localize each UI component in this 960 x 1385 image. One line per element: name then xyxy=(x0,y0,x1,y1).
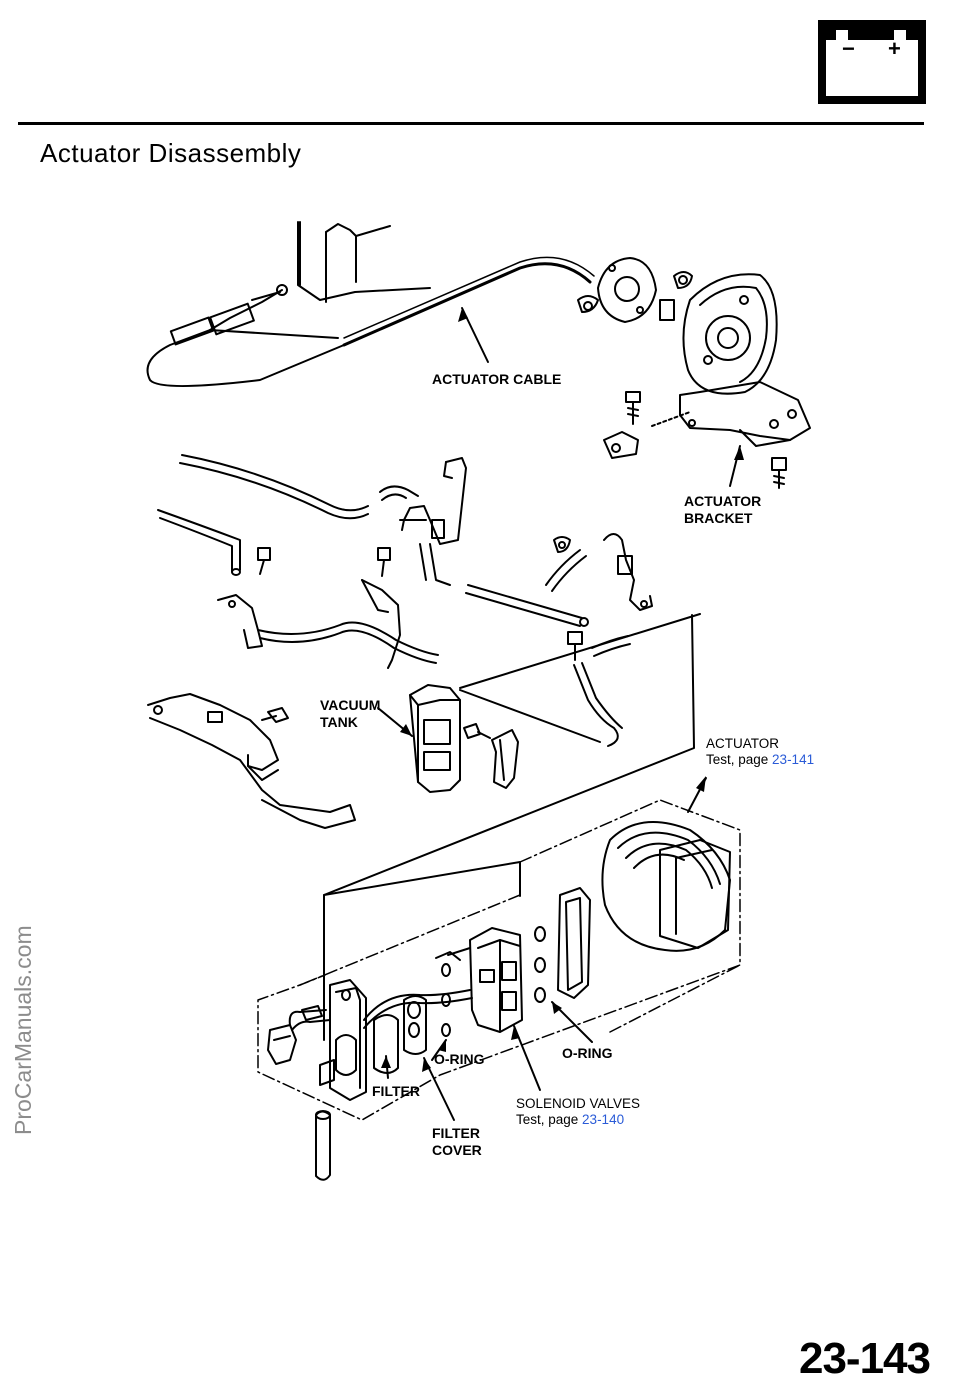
valve-base-housing xyxy=(319,979,473,1101)
label-actuator-bracket-line1: ACTUATOR xyxy=(684,493,761,509)
exploded-box xyxy=(257,799,741,1121)
page-number: 23-143 xyxy=(798,1334,931,1383)
label-actuator: ACTUATOR xyxy=(706,736,779,751)
mid-fasteners xyxy=(257,536,583,661)
o-rings-right xyxy=(534,926,546,1003)
label-vacuum-tank-line1: VACUUM xyxy=(320,697,380,713)
assembly-boundary xyxy=(323,614,695,1041)
label-o-ring-right: O-RING xyxy=(562,1045,613,1061)
tank-clamp xyxy=(463,723,519,789)
label-solenoid-valves: SOLENOID VALVES xyxy=(516,1096,640,1111)
actuator-test-page-link[interactable]: 23-141 xyxy=(772,752,814,767)
page-title: Actuator Disassembly xyxy=(40,138,302,168)
battery-plus-glyph: + xyxy=(888,36,901,61)
actuator-cable xyxy=(146,256,595,387)
gasket xyxy=(557,887,591,999)
bracket-fasteners xyxy=(603,391,787,489)
vacuum-hoses xyxy=(157,454,631,747)
label-filter: FILTER xyxy=(372,1083,420,1099)
leader-lines xyxy=(377,307,741,1121)
label-actuator-test: Test, page 23-141 xyxy=(706,752,814,767)
vacuum-tank xyxy=(409,613,701,793)
battery-icon: − + xyxy=(818,20,926,104)
label-filter-cover-line2: COVER xyxy=(432,1142,482,1158)
battery-minus-glyph: − xyxy=(842,36,855,61)
filter-cover xyxy=(373,995,427,1074)
firewall-panel xyxy=(297,221,431,303)
label-filter-cover-line1: FILTER xyxy=(432,1125,480,1141)
header-rule xyxy=(18,122,924,125)
o-rings-left xyxy=(441,963,451,1037)
connector-harness xyxy=(267,1005,331,1065)
label-actuator-bracket-line2: BRACKET xyxy=(684,510,753,526)
loose-hose xyxy=(315,1110,331,1181)
solenoid-test-page-link[interactable]: 23-140 xyxy=(582,1112,624,1127)
label-vacuum-tank-line2: TANK xyxy=(320,714,358,730)
label-o-ring-left: O-RING xyxy=(434,1051,485,1067)
leader-arrowheads xyxy=(381,308,744,1072)
label-solenoid-test: Test, page 23-140 xyxy=(516,1112,624,1127)
actuator-bracket xyxy=(679,273,811,447)
solenoid-block xyxy=(435,927,523,1033)
hose-bracket xyxy=(399,457,653,611)
actuator-test-prefix: Test, page xyxy=(706,752,772,767)
lower-mounting-bracket xyxy=(147,693,356,829)
label-actuator-cable: ACTUATOR CABLE xyxy=(432,371,561,387)
cable-flange xyxy=(577,257,693,323)
actuator-diaphragm xyxy=(601,821,731,952)
solenoid-test-prefix: Test, page xyxy=(516,1112,582,1127)
vacuum-line-bracket xyxy=(217,579,439,669)
